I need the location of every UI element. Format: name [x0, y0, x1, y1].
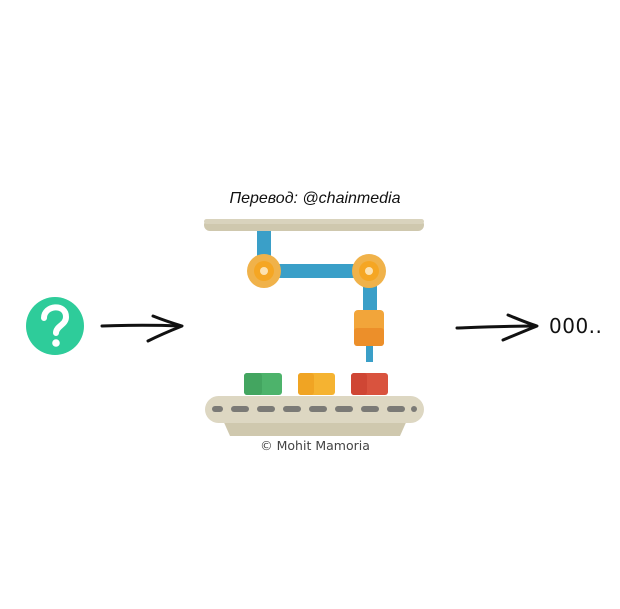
output-label: 000..: [549, 314, 603, 338]
translation-note: Перевод: @chainmedia: [229, 190, 401, 207]
image-credit: © Mohit Mamoria: [260, 438, 370, 453]
input-arrow-icon: [100, 314, 184, 343]
product-blocks: [244, 373, 388, 395]
question-icon: [26, 297, 84, 355]
output-arrow-icon: [455, 313, 539, 342]
conveyor-belt-icon: [205, 396, 424, 436]
robot-arm-icon: [204, 219, 424, 362]
